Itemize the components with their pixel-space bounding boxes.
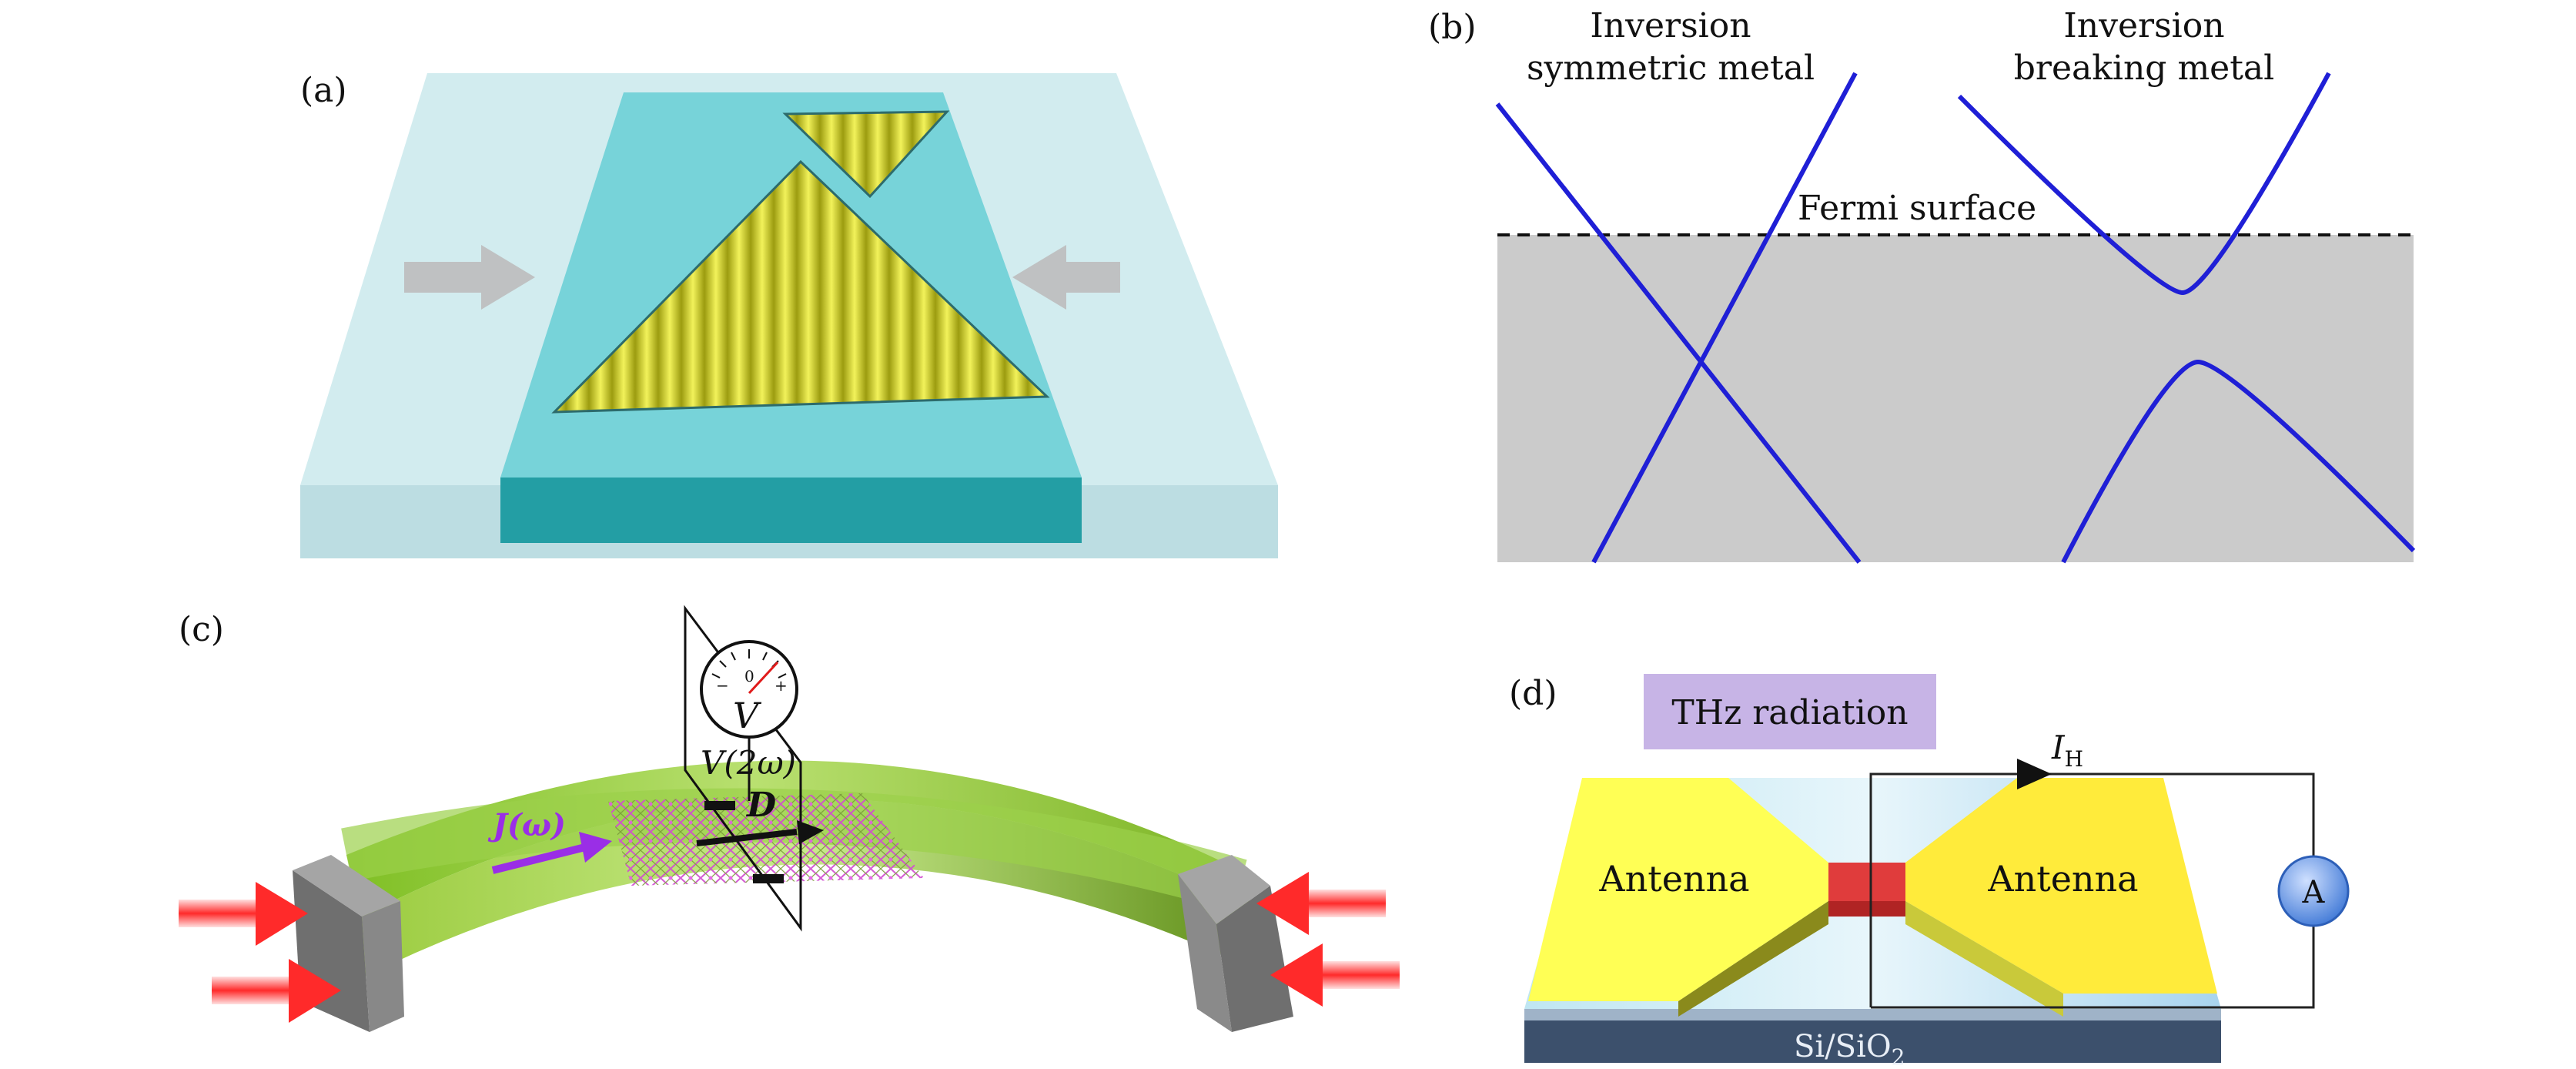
current-arrow [491,843,587,874]
substrate-label: Si/SiO2 [1794,1029,1905,1069]
current-arrowhead [579,832,612,863]
thz-radiation-label: THz radiation [1671,693,1908,732]
compression-arrow-right [1012,245,1120,310]
top-electrode [704,801,735,810]
lower-gapped-band [2061,359,2416,564]
circuit-current-label: IH [2051,729,2083,772]
left-title-line2: symmetric metal [1527,49,1815,88]
left-antenna [1528,778,1828,1001]
left-antenna-side [1678,901,1828,1017]
panel-a: (a) [300,71,1278,558]
panel-d: (d) THz radiation Si/SiO2 Antenna Antenn… [1509,674,2350,1069]
panel-b: (b) Fermi surface Inversion symmetric me… [1428,6,2416,564]
left-clamp-top [293,855,400,917]
left-title-line1: Inversion [1590,6,1751,45]
panel-d-label: (d) [1509,674,1557,713]
right-title-line1: Inversion [2063,6,2224,45]
ammeter-label: A [2302,875,2326,910]
substrate-base [1524,1020,2221,1063]
voltmeter-minus: − [716,676,729,695]
compression-arrow-left [404,245,535,310]
field-label: D [745,786,776,825]
active-region-top [1828,863,1905,901]
panel-c: (c) 0 − + V V(2ω) D [179,605,1400,1032]
bottom-electrode [753,874,784,883]
inner-film-side [500,478,1082,543]
press-arrow-right-top [1256,872,1386,935]
voltage-label: V(2ω) [701,744,796,782]
fermi-sea [1497,235,2414,562]
crystal-lattice [608,793,924,886]
left-antenna-label: Antenna [1598,858,1749,900]
field-arrowhead [797,820,824,844]
current-label: J(ω) [487,807,566,843]
right-title-line2: breaking metal [2014,49,2274,88]
panel-c-label: (c) [179,610,224,649]
circuit-wire [1869,772,2315,1009]
press-arrow-left-bottom [212,959,341,1023]
right-antenna-label: Antenna [1987,858,2138,900]
right-clamp-top [1178,855,1270,924]
small-ripple-triangle [782,110,950,199]
fermi-surface-label: Fermi surface [1798,189,2036,228]
voltmeter-plus: + [774,676,788,695]
voltmeter-needle [748,661,779,695]
right-antenna-side [1905,901,2063,1017]
ammeter [2277,855,2350,927]
press-arrow-left-top [179,882,308,946]
large-ripple-triangle [551,159,1050,414]
upper-gapped-band [1957,72,2331,296]
active-region-side [1828,901,1905,917]
left-clamp-side [362,901,404,1032]
band-line-up [1591,72,1858,564]
circuit-current-arrow [2017,759,2052,789]
right-clamp-front [1216,886,1293,1032]
voltmeter-zero: 0 [744,667,754,685]
band-line-down [1495,102,1862,564]
press-arrow-right-bottom [1270,943,1400,1007]
right-clamp-side [1178,874,1232,1032]
field-arrow [696,829,798,846]
right-antenna [1905,778,2217,994]
panel-b-label: (b) [1428,8,1477,47]
thz-radiation-box [1644,674,1936,749]
substrate-edge [1524,1009,2221,1020]
voltmeter-symbol: V [733,695,762,736]
panel-a-label: (a) [300,71,347,110]
